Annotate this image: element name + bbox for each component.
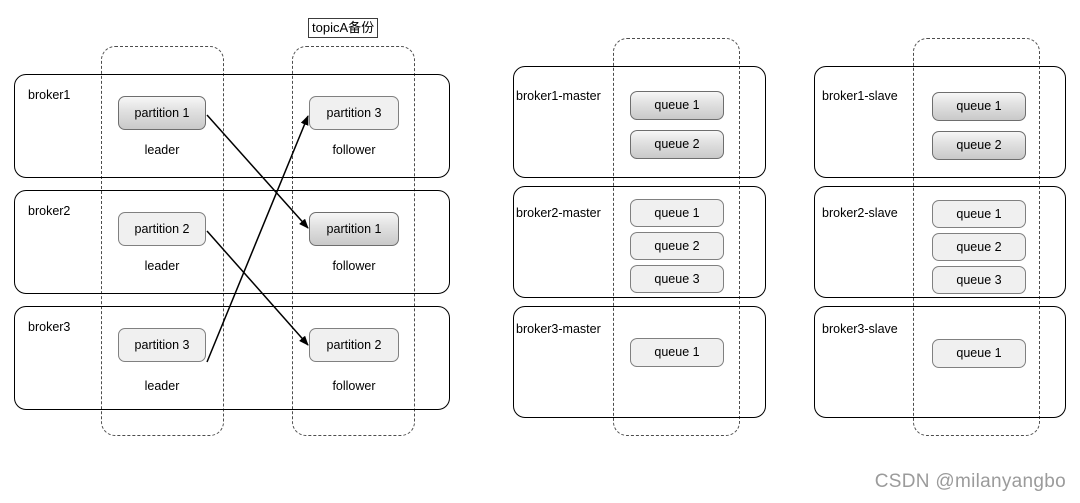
queue-chip-broker1-slave-2[interactable]: queue 2 bbox=[932, 131, 1026, 160]
role-label-broker1-leader: leader bbox=[144, 143, 180, 157]
queue-chip-broker1-master-1[interactable]: queue 1 bbox=[630, 91, 724, 120]
broker-edge-line bbox=[913, 185, 1040, 187]
role-label-broker3-follower: follower bbox=[332, 379, 376, 393]
partition-chip-broker2-leader[interactable]: partition 2 bbox=[118, 212, 206, 246]
queue-chip-broker1-master-2[interactable]: queue 2 bbox=[630, 130, 724, 159]
broker-edge-line bbox=[613, 296, 740, 298]
partition-chip-broker3-leader[interactable]: partition 3 bbox=[118, 328, 206, 362]
broker-label-broker1-master: broker1-master bbox=[516, 89, 601, 103]
partition-chip-broker1-follower[interactable]: partition 3 bbox=[309, 96, 399, 130]
column-mask bbox=[913, 62, 1040, 184]
broker-edge-line bbox=[101, 305, 224, 307]
broker-edge-line bbox=[913, 65, 1040, 67]
broker-edge-line bbox=[292, 292, 415, 294]
partition-chip-broker3-follower[interactable]: partition 2 bbox=[309, 328, 399, 362]
queue-chip-broker1-slave-1[interactable]: queue 1 bbox=[932, 92, 1026, 121]
broker-edge-line bbox=[613, 65, 740, 67]
role-label-broker1-follower: follower bbox=[332, 143, 376, 157]
broker-edge-line bbox=[292, 176, 415, 178]
queue-chip-broker2-slave-1[interactable]: queue 1 bbox=[932, 200, 1026, 228]
broker-edge-line bbox=[613, 416, 740, 418]
broker-edge-line bbox=[292, 73, 415, 75]
broker-edge-line bbox=[613, 305, 740, 307]
role-label-broker2-follower: follower bbox=[332, 259, 376, 273]
partition-chip-broker2-follower[interactable]: partition 1 bbox=[309, 212, 399, 246]
broker-label-broker2: broker2 bbox=[28, 204, 71, 218]
broker-edge-line bbox=[913, 176, 1040, 178]
queue-chip-broker2-master-2[interactable]: queue 2 bbox=[630, 232, 724, 260]
broker-edge-line bbox=[292, 305, 415, 307]
topic-label: topicA备份 bbox=[308, 18, 379, 38]
role-label-broker2-leader: leader bbox=[144, 259, 180, 273]
partition-chip-broker1-leader[interactable]: partition 1 bbox=[118, 96, 206, 130]
broker-edge-line bbox=[613, 176, 740, 178]
broker-label-broker3-slave: broker3-slave bbox=[822, 322, 898, 336]
broker-label-broker3-master: broker3-master bbox=[516, 322, 601, 336]
broker-label-broker3: broker3 bbox=[28, 320, 71, 334]
role-label-broker3-leader: leader bbox=[144, 379, 180, 393]
broker-edge-line bbox=[613, 185, 740, 187]
queue-chip-broker2-master-1[interactable]: queue 1 bbox=[630, 199, 724, 227]
queue-chip-broker2-slave-2[interactable]: queue 2 bbox=[932, 233, 1026, 261]
queue-chip-broker3-slave-1[interactable]: queue 1 bbox=[932, 339, 1026, 368]
queue-chip-broker3-master-1[interactable]: queue 1 bbox=[630, 338, 724, 367]
broker-edge-line bbox=[101, 176, 224, 178]
queue-chip-broker2-slave-3[interactable]: queue 3 bbox=[932, 266, 1026, 294]
broker-edge-line bbox=[101, 292, 224, 294]
queue-chip-broker2-master-3[interactable]: queue 3 bbox=[630, 265, 724, 293]
broker-label-broker2-slave: broker2-slave bbox=[822, 206, 898, 220]
broker-edge-line bbox=[913, 296, 1040, 298]
broker-label-broker1: broker1 bbox=[28, 88, 71, 102]
broker-label-broker2-master: broker2-master bbox=[516, 206, 601, 220]
broker-edge-line bbox=[913, 305, 1040, 307]
broker-edge-line bbox=[292, 189, 415, 191]
broker-edge-line bbox=[292, 408, 415, 410]
broker-label-broker1-slave: broker1-slave bbox=[822, 89, 898, 103]
broker-edge-line bbox=[101, 73, 224, 75]
watermark: CSDN @milanyangbo bbox=[874, 471, 1066, 492]
broker-edge-line bbox=[101, 408, 224, 410]
broker-edge-line bbox=[101, 189, 224, 191]
broker-edge-line bbox=[913, 416, 1040, 418]
column-mask bbox=[613, 62, 740, 184]
